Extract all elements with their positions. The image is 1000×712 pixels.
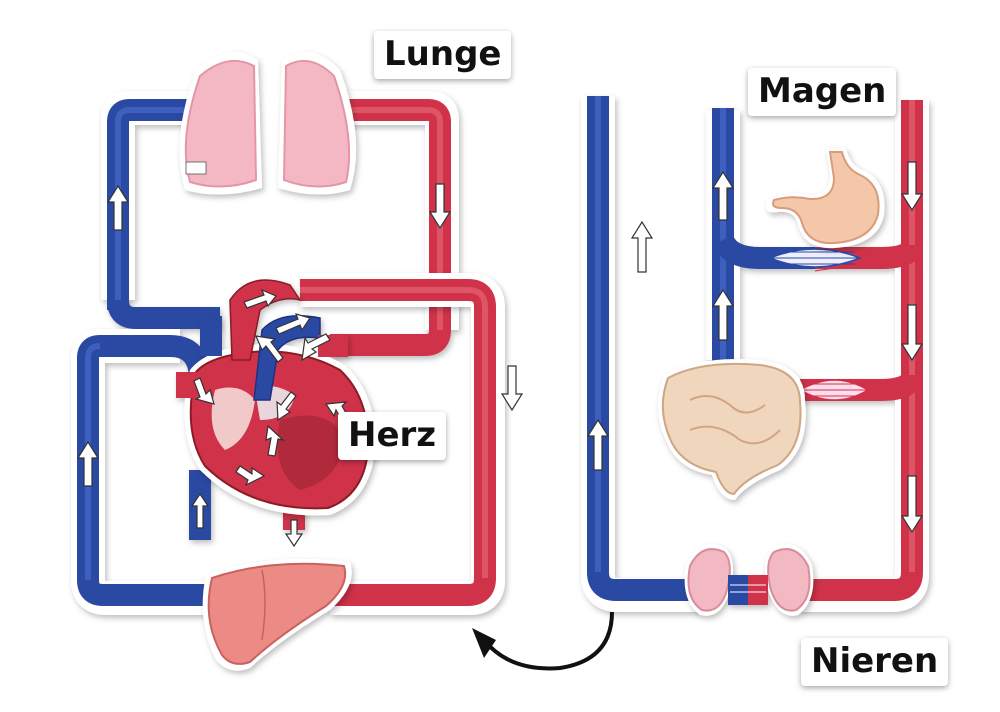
label-kidneys: Nieren bbox=[801, 638, 949, 686]
direction-arrow-icon bbox=[106, 184, 130, 231]
lung-icon bbox=[179, 52, 357, 195]
label-stomach: Magen bbox=[748, 68, 897, 116]
direction-arrow-icon bbox=[586, 418, 610, 471]
direction-arrow-icon bbox=[900, 304, 924, 362]
capillary-stomach bbox=[769, 244, 863, 272]
direction-arrow-icon bbox=[900, 161, 924, 212]
direction-arrow-icon bbox=[243, 288, 277, 309]
direction-arrow-icon bbox=[284, 519, 304, 548]
direction-arrow-icon bbox=[711, 170, 735, 221]
curved-arrow-icon bbox=[472, 611, 614, 671]
systemic-circuit-left bbox=[71, 273, 505, 615]
direction-arrow-icon bbox=[500, 365, 524, 412]
vein-main-blue bbox=[587, 96, 700, 601]
direction-arrow-icon bbox=[193, 377, 215, 405]
direction-arrow-icon bbox=[235, 465, 266, 487]
direction-arrows bbox=[76, 161, 924, 548]
direction-arrow-icon bbox=[900, 475, 924, 534]
systemic-circuit-right bbox=[581, 96, 929, 612]
direction-arrow-icon bbox=[255, 335, 284, 363]
heart-icon bbox=[176, 279, 376, 516]
intestine-icon bbox=[657, 359, 806, 500]
artery-main-red bbox=[800, 100, 923, 601]
label-heart: Herz bbox=[338, 412, 447, 460]
direction-arrow-icon bbox=[190, 492, 210, 529]
stomach-icon bbox=[766, 148, 885, 249]
direction-arrow-icon bbox=[275, 313, 311, 335]
direction-arrow-icon bbox=[428, 183, 452, 230]
label-lung: Lunge bbox=[374, 31, 512, 79]
direction-arrow-icon bbox=[265, 424, 285, 457]
direction-arrow-icon bbox=[76, 440, 100, 487]
liver-icon bbox=[202, 558, 352, 671]
direction-arrow-icon bbox=[711, 288, 735, 341]
kidney-icon bbox=[684, 544, 814, 616]
direction-arrow-icon bbox=[630, 220, 654, 273]
capillary-intestine bbox=[799, 379, 870, 401]
pulmonary-circuit bbox=[101, 91, 459, 356]
direction-arrow-icon bbox=[276, 391, 297, 422]
direction-arrow-icon bbox=[301, 333, 331, 362]
